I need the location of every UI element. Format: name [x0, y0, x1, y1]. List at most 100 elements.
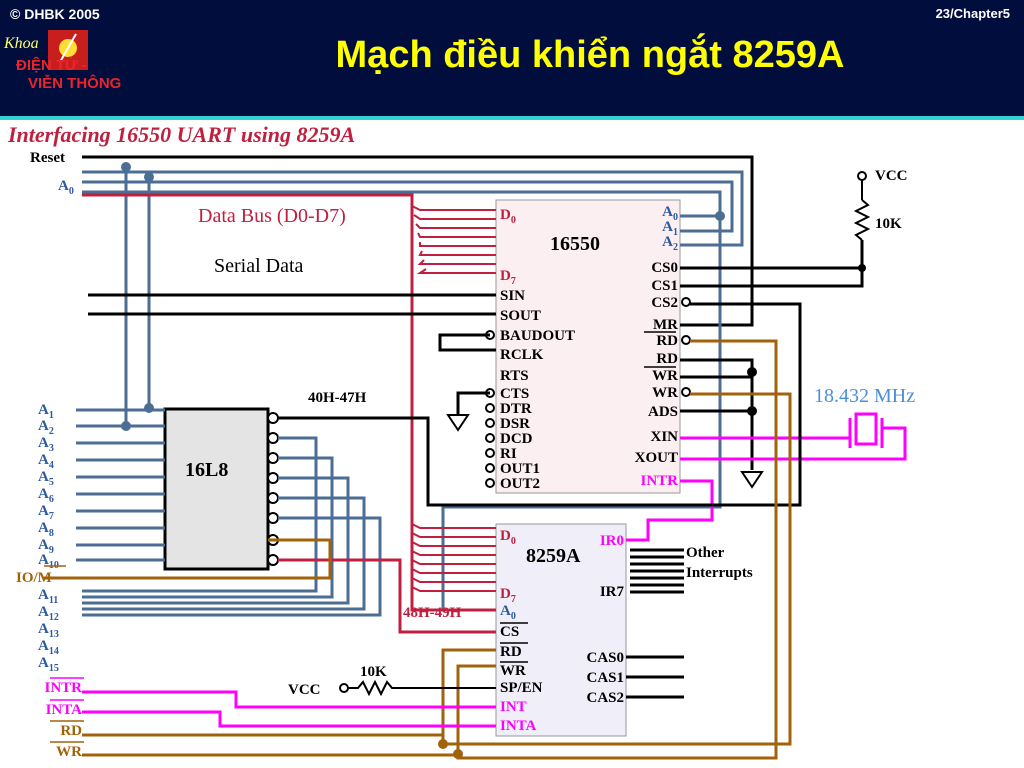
faculty-logo: Khoa ĐIỆN TỬ - VIỄN THÔNG — [2, 26, 122, 102]
wire-cs2 — [690, 302, 802, 340]
pin-8259-ir7: IR7 — [600, 584, 625, 600]
wire-rd-brown — [456, 339, 778, 760]
address-line-a2: A2 — [38, 418, 54, 437]
address-line-a13: A13 — [38, 621, 59, 640]
wire-a-top-1 — [82, 170, 744, 247]
pin-16550-ri: RI — [500, 446, 517, 462]
header-divider — [0, 116, 1024, 120]
wire-cs-8259 — [278, 558, 496, 634]
wire-cs-16550 — [278, 340, 802, 507]
pin-16550-cs0: CS0 — [651, 260, 678, 276]
pin-bubble — [485, 478, 495, 488]
pin-8259-ir0: IR0 — [600, 533, 624, 549]
data-line — [418, 250, 496, 256]
pin-16550-a0: A0 — [662, 204, 678, 223]
pin-16550-rd: RD — [656, 333, 678, 349]
address-line-a3: A3 — [38, 435, 54, 454]
chip-8259a-name: 8259A — [526, 545, 581, 567]
pin-16550-out1: OUT1 — [500, 461, 540, 477]
junction — [121, 162, 131, 172]
pin-16550-rclk: RCLK — [500, 347, 544, 363]
pin-16550-a1: A1 — [662, 219, 678, 238]
a0-label: A0 — [58, 178, 74, 197]
pin-16550-d7: D7 — [500, 268, 516, 287]
pin-16550-xin: XIN — [650, 429, 678, 445]
slide-title: Mạch điều khiển ngắt 8259A — [335, 34, 845, 76]
junction — [858, 264, 866, 272]
pin-bubble — [681, 387, 691, 397]
address-line-a14: A14 — [38, 638, 59, 657]
signal-wr: WR — [56, 744, 82, 760]
pin-bubble — [485, 463, 495, 473]
address-40h-label: 40H-47H — [308, 390, 367, 406]
signal-intr: INTR — [44, 680, 82, 696]
pin-16550-dsr: DSR — [500, 416, 530, 432]
address-line-a10: A10 — [38, 552, 59, 571]
address-line-a11: A11 — [38, 587, 58, 606]
wire-pal-out — [82, 456, 334, 599]
svg-text:ĐIỆN TỬ -: ĐIỆN TỬ - — [16, 56, 87, 74]
wire-pal-out — [82, 476, 350, 605]
data-line — [413, 214, 496, 220]
pin-bubble — [267, 554, 279, 566]
pin-16550-sout: SOUT — [500, 308, 541, 324]
data-line — [411, 541, 496, 547]
data-line — [415, 223, 496, 229]
address-line-a7: A7 — [38, 503, 54, 522]
pin-8259-cas2: CAS2 — [586, 690, 624, 706]
pin-16550-cs2: CS2 — [651, 295, 678, 311]
data-line — [417, 259, 496, 265]
pin-bubble — [267, 492, 279, 504]
pin-16550-dtr: DTR — [500, 401, 532, 417]
wire-int — [82, 690, 496, 709]
pin-16550-cts: CTS — [500, 386, 529, 402]
wire-data-bus — [82, 193, 496, 612]
pin-8259-cas1: CAS1 — [586, 670, 624, 686]
wire-wr-brown — [441, 392, 792, 746]
resistor-icon — [348, 679, 496, 697]
junction — [715, 211, 725, 221]
other-interrupts-2: Interrupts — [686, 565, 753, 581]
slide-header: © DHBK 2005 23/Chapter5 Khoa ĐIỆN TỬ - V… — [0, 0, 1024, 116]
pin-16550-baudout: BAUDOUT — [500, 328, 575, 344]
chip-16l8 — [163, 407, 270, 571]
chip-8259a — [495, 523, 627, 737]
pin-16550-d0: D0 — [500, 207, 516, 226]
address-line-a5: A5 — [38, 469, 54, 488]
vcc-top-label: VCC — [875, 168, 908, 184]
pin-8259-a0: A0 — [500, 603, 516, 622]
data-line — [411, 568, 496, 574]
data-line — [416, 268, 496, 274]
pin-8259-sp-en: SP/EN — [500, 680, 543, 696]
resistor-top-label: 10K — [875, 216, 902, 232]
wire-reset — [82, 155, 754, 327]
wire-pal-out — [82, 496, 366, 611]
data-line — [419, 242, 496, 247]
pin-16550-ads: ADS — [648, 404, 678, 420]
pin-16550-dcd: DCD — [500, 431, 533, 447]
pin-bubble — [267, 412, 279, 424]
wire-cs1 — [680, 268, 864, 288]
wire-intr-ir0 — [626, 479, 714, 542]
chip-16l8-name: 16L8 — [185, 459, 228, 481]
data-line — [411, 586, 496, 592]
junction — [747, 367, 757, 377]
other-interrupts-1: Other — [686, 545, 725, 561]
address-line-a8: A8 — [38, 520, 54, 539]
svg-text:VIỄN THÔNG: VIỄN THÔNG — [28, 74, 121, 92]
pin-16550-wr: WR — [652, 368, 678, 384]
address-line-io-m: IO/M — [16, 570, 52, 586]
wire-cts-gnd — [456, 391, 490, 415]
vcc-bottom-label: VCC — [288, 682, 321, 698]
pin-bubble — [485, 403, 495, 413]
resistor-bottom-label: 10K — [360, 664, 387, 680]
pin-16550-intr: INTR — [640, 473, 678, 489]
data-line — [411, 559, 496, 565]
address-line-a4: A4 — [38, 452, 54, 471]
wire-inta — [82, 710, 496, 728]
data-bus-label: Data Bus (D0-D7) — [198, 205, 346, 227]
data-line — [411, 523, 496, 529]
pin-bubble — [485, 418, 495, 428]
wire-xout — [680, 426, 907, 461]
junction — [747, 406, 757, 416]
